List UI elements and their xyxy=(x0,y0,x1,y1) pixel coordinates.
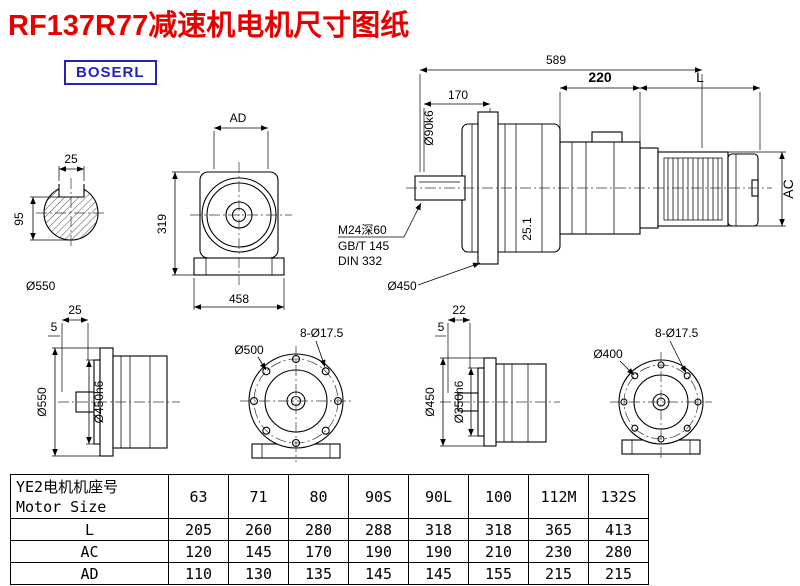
dim-ad-label: AD xyxy=(230,111,247,125)
table-cell: 280 xyxy=(588,540,649,563)
table-cell: 288 xyxy=(348,518,409,541)
table-cell: 110 xyxy=(168,562,229,585)
dim-l-label: L xyxy=(696,69,704,85)
table-cell: 145 xyxy=(408,562,469,585)
table-cell: 145 xyxy=(228,540,289,563)
page-title: RF137R77减速机电机尺寸图纸 xyxy=(8,10,410,42)
dim-319-label: 319 xyxy=(155,214,169,234)
table-cell: 413 xyxy=(588,518,649,541)
thread-note-line3: DIN 332 xyxy=(338,254,382,268)
flange-od-label: Ø550 xyxy=(35,387,49,417)
size-col-header: 90L xyxy=(408,474,469,519)
header-en: Motor Size xyxy=(16,497,107,516)
size-col-header: 100 xyxy=(468,474,529,519)
brand-logo: BOSERL xyxy=(64,60,157,85)
flange-face-view-2: Ø400 8-Ø17.5 xyxy=(593,326,712,458)
dim-22-label: 22 xyxy=(452,303,466,317)
flange-dia-label: Ø450 xyxy=(387,279,417,293)
table-cell: 135 xyxy=(288,562,349,585)
flange-side-view-2: 22 5 Ø450 Ø350h6 xyxy=(423,303,560,447)
dim-25-label: 25 xyxy=(68,303,82,317)
table-cell: 210 xyxy=(468,540,529,563)
dim-5-label: 5 xyxy=(51,320,58,334)
spigot-dia-label: Ø350h6 xyxy=(452,380,466,423)
table-cell: 155 xyxy=(468,562,529,585)
shaft-section-view: 25 95 Ø550 xyxy=(12,152,106,293)
dim-220-label: 220 xyxy=(588,69,612,85)
shaft-height-label: 95 xyxy=(12,212,26,226)
motor-ac-label: AC xyxy=(780,179,796,198)
shaft-dia-label: Ø90k6 xyxy=(422,110,436,146)
bolt-circle-label: Ø400 xyxy=(593,347,623,361)
table-cell: 260 xyxy=(228,518,289,541)
row-label: AC xyxy=(10,540,169,563)
table-row-AD: AD 110 130 135 145 145 155 215 215 xyxy=(10,562,649,585)
motor-size-header-cell: YE2电机机座号 Motor Size xyxy=(10,474,169,519)
table-cell: 120 xyxy=(168,540,229,563)
table-cell: 230 xyxy=(528,540,589,563)
table-cell: 205 xyxy=(168,518,229,541)
bolt-holes-label: 8-Ø17.5 xyxy=(655,326,699,340)
row-label: AD xyxy=(10,562,169,585)
flange-od-label: Ø450 xyxy=(423,387,437,417)
table-cell: 318 xyxy=(408,518,469,541)
table-cell: 365 xyxy=(528,518,589,541)
bolt-holes-label: 8-Ø17.5 xyxy=(300,326,344,340)
size-col-header: 71 xyxy=(228,474,289,519)
spigot-dia-label: Ø450h6 xyxy=(92,380,106,423)
thread-note-line1: M24深60 xyxy=(338,223,387,237)
technical-drawing-canvas: 25 95 Ø550 AD xyxy=(12,53,796,462)
table-row-AC: AC 120 145 170 190 190 210 230 280 xyxy=(10,540,649,563)
table-row-L: L 205 260 280 288 318 318 365 413 xyxy=(10,518,649,541)
table-cell: 280 xyxy=(288,518,349,541)
table-cell: 215 xyxy=(528,562,589,585)
table-cell: 170 xyxy=(288,540,349,563)
table-cell: 130 xyxy=(228,562,289,585)
row-label: L xyxy=(10,518,169,541)
flange-side-view-1: 25 5 Ø550 Ø450h6 xyxy=(35,303,180,457)
table-cell: 190 xyxy=(408,540,469,563)
size-col-header: 80 xyxy=(288,474,349,519)
dim-589-label: 589 xyxy=(546,53,566,67)
dim-458-label: 458 xyxy=(229,292,249,306)
dim-170-label: 170 xyxy=(448,88,468,102)
bolt-circle-label: Ø500 xyxy=(234,343,264,357)
motor-size-table: YE2电机机座号 Motor Size 63 71 80 90S 90L 100… xyxy=(10,474,649,585)
header-cn: YE2电机机座号 xyxy=(16,477,119,496)
dim-25-1-label: 25.1 xyxy=(520,217,534,241)
table-header-row: YE2电机机座号 Motor Size 63 71 80 90S 90L 100… xyxy=(10,474,649,519)
main-assembly-view: 589 170 Ø90k6 220 L AC M24深60 GB xyxy=(338,53,796,293)
gearbox-front-view: AD 319 458 xyxy=(155,111,292,310)
size-col-header: 132S xyxy=(588,474,649,519)
size-col-header: 63 xyxy=(168,474,229,519)
table-cell: 215 xyxy=(588,562,649,585)
size-col-header: 112M xyxy=(528,474,589,519)
keyway-width-label: 25 xyxy=(64,152,78,166)
table-cell: 145 xyxy=(348,562,409,585)
shaft-flange-dia-label: Ø550 xyxy=(26,279,56,293)
dim-5-label: 5 xyxy=(438,320,445,334)
thread-note-line2: GB/T 145 xyxy=(338,239,389,253)
size-col-header: 90S xyxy=(348,474,409,519)
table-cell: 318 xyxy=(468,518,529,541)
table-cell: 190 xyxy=(348,540,409,563)
flange-face-view-1: Ø500 8-Ø17.5 xyxy=(234,326,352,462)
